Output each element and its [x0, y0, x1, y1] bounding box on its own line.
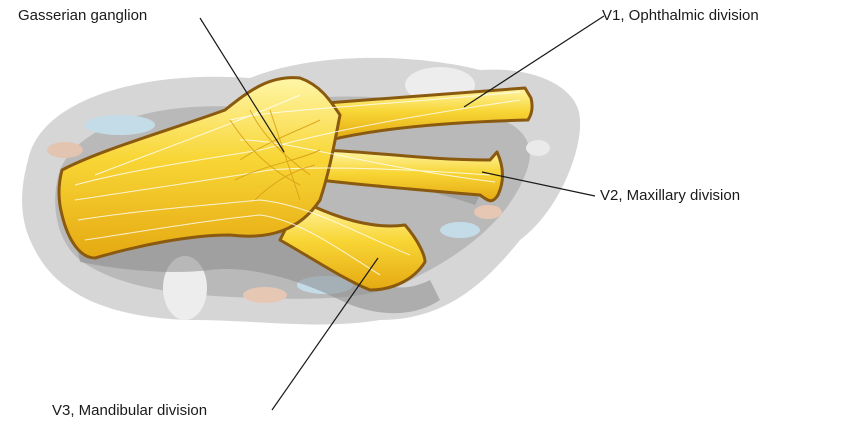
label-gasserian-ganglion: Gasserian ganglion — [18, 8, 147, 23]
label-v2-maxillary: V2, Maxillary division — [600, 188, 740, 203]
label-v1-ophthalmic: V1, Ophthalmic division — [602, 8, 759, 23]
label-v3-mandibular: V3, Mandibular division — [52, 403, 207, 418]
